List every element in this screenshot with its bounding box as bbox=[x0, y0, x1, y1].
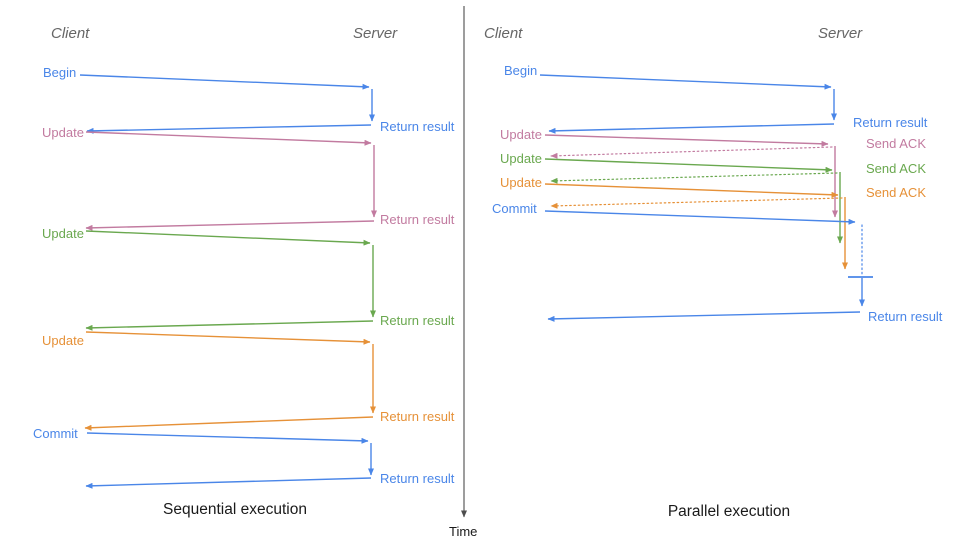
seq-return-result-3: Return result bbox=[380, 313, 455, 328]
seq-update2-exchange bbox=[85, 230, 376, 331]
seq-commit-exchange bbox=[85, 432, 374, 489]
par-commit-label: Commit bbox=[492, 201, 537, 216]
seq-update-label-2: Update bbox=[42, 226, 84, 241]
par-update1-exchange bbox=[544, 134, 838, 218]
par-send-ack-1: Send ACK bbox=[866, 136, 926, 151]
time-axis-label: Time bbox=[449, 524, 478, 539]
par-client-header: Client bbox=[484, 25, 523, 42]
seq-begin-label: Begin bbox=[43, 65, 77, 80]
seq-return-result-2: Return result bbox=[380, 212, 455, 227]
seq-update-label-3: Update bbox=[42, 333, 84, 348]
seq-panel-title: Sequential execution bbox=[163, 501, 307, 518]
par-return-result-2: Return result bbox=[868, 309, 943, 324]
par-update-label-2: Update bbox=[500, 151, 542, 166]
par-commit-exchange bbox=[544, 210, 873, 322]
par-send-ack-2: Send ACK bbox=[866, 161, 926, 176]
par-begin-label: Begin bbox=[504, 63, 538, 78]
par-update3-exchange bbox=[544, 183, 848, 270]
seq-return-result-5: Return result bbox=[380, 471, 455, 486]
seq-update3-exchange bbox=[84, 331, 376, 431]
seq-begin-exchange bbox=[79, 74, 375, 134]
seq-commit-label: Commit bbox=[33, 426, 78, 441]
par-update-label-3: Update bbox=[500, 175, 542, 190]
seq-server-header: Server bbox=[353, 25, 398, 42]
par-return-result-1: Return result bbox=[853, 115, 928, 130]
par-begin-exchange bbox=[539, 74, 837, 134]
par-server-header: Server bbox=[818, 25, 863, 42]
seq-return-result-1: Return result bbox=[380, 119, 455, 134]
par-send-ack-3: Send ACK bbox=[866, 185, 926, 200]
seq-update-label-1: Update bbox=[42, 125, 84, 140]
par-panel-title: Parallel execution bbox=[667, 503, 791, 520]
seq-return-result-4: Return result bbox=[380, 409, 455, 424]
par-update2-exchange bbox=[544, 158, 843, 244]
seq-client-header: Client bbox=[51, 25, 90, 42]
seq-update1-exchange bbox=[85, 131, 377, 231]
par-update-label-1: Update bbox=[500, 127, 542, 142]
